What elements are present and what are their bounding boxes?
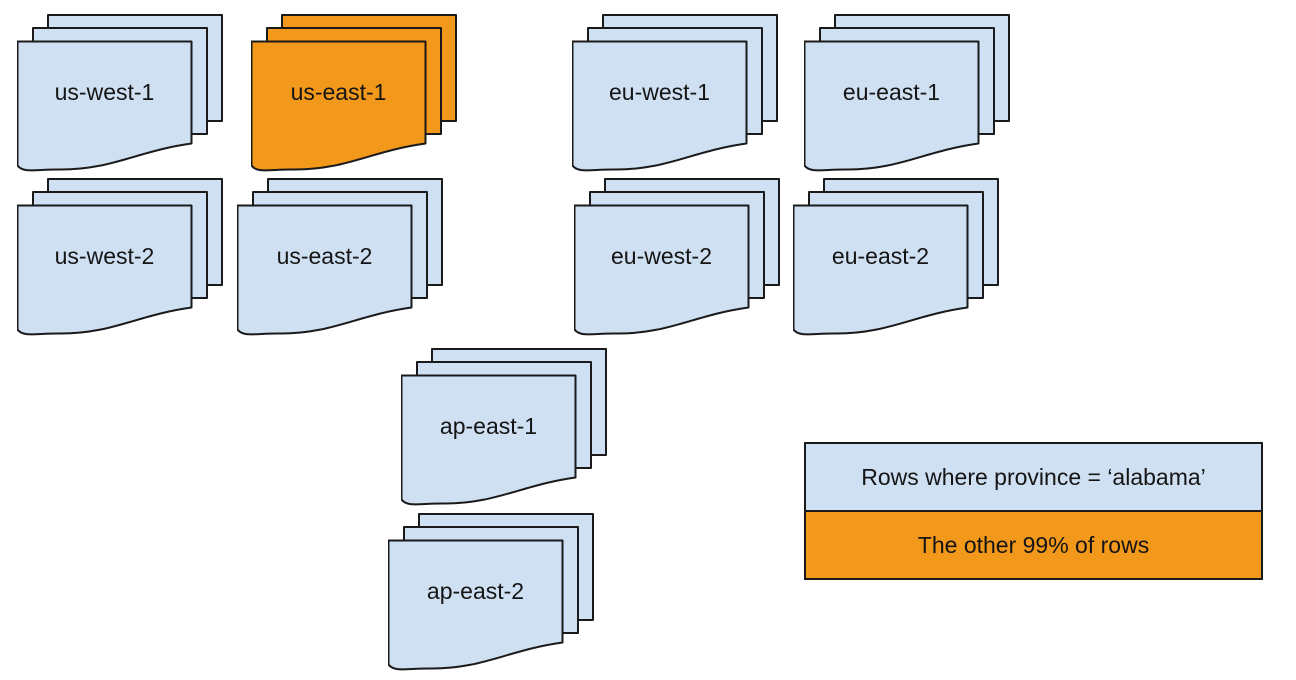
legend: Rows where province = ‘alabama’ The othe…: [804, 442, 1263, 580]
legend-item-other-rows: The other 99% of rows: [804, 510, 1263, 580]
region-stack-ap-east-1: ap-east-1: [401, 348, 607, 512]
region-stack-us-west-2: us-west-2: [17, 178, 223, 342]
document-stack-icon: [793, 178, 999, 336]
region-stack-ap-east-2: ap-east-2: [388, 513, 594, 677]
document-stack-icon: [388, 513, 594, 671]
region-stack-eu-west-1: eu-west-1: [572, 14, 778, 178]
document-stack-icon: [17, 14, 223, 172]
document-stack-icon: [804, 14, 1010, 172]
region-stack-us-west-1: us-west-1: [17, 14, 223, 178]
region-stack-eu-west-2: eu-west-2: [574, 178, 780, 342]
region-stack-eu-east-2: eu-east-2: [793, 178, 999, 342]
region-stack-us-east-2: us-east-2: [237, 178, 443, 342]
legend-item-label: Rows where province = ‘alabama’: [861, 463, 1206, 490]
legend-item-label: The other 99% of rows: [917, 531, 1150, 558]
region-stack-us-east-1: us-east-1: [251, 14, 457, 178]
document-stack-icon: [574, 178, 780, 336]
document-stack-icon: [572, 14, 778, 172]
document-stack-icon: [237, 178, 443, 336]
region-stack-eu-east-1: eu-east-1: [804, 14, 1010, 178]
document-stack-icon: [17, 178, 223, 336]
legend-item-alabama-rows: Rows where province = ‘alabama’: [804, 442, 1263, 512]
document-stack-icon: [401, 348, 607, 506]
document-stack-icon: [251, 14, 457, 172]
